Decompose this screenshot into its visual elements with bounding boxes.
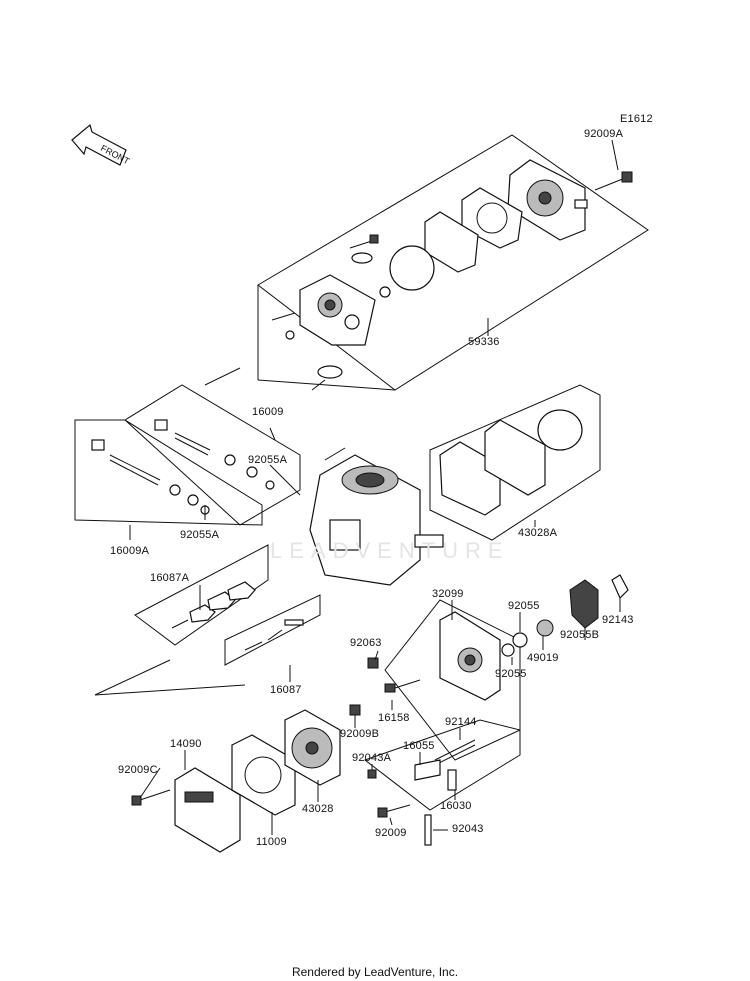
part-label-92143: 92143 <box>602 614 634 626</box>
part-label-16087: 16087 <box>270 684 302 696</box>
diaphragm-cover-14090 <box>174 767 241 853</box>
part-label-92009A: 92009A <box>584 128 624 140</box>
part-label-92009: 92009 <box>375 827 407 839</box>
needle-spring-group <box>367 739 476 791</box>
watermark: LEADVENTURE <box>270 538 510 563</box>
part-label-16009: 16009 <box>252 406 284 418</box>
cover-92055B <box>569 579 599 629</box>
gasket-11009 <box>231 734 296 816</box>
part-label-92043A: 92043A <box>352 752 392 764</box>
part-label-92055A-top: 92055A <box>248 454 288 466</box>
pump-kit-outline <box>257 134 649 391</box>
part-label-16087A: 16087A <box>150 572 190 584</box>
part-label-14090: 14090 <box>170 738 202 750</box>
part-label-59336: 59336 <box>468 336 500 348</box>
pilot-screw-a-outline <box>74 419 263 526</box>
pump-diaphragm <box>389 245 435 291</box>
pump-body <box>299 274 376 346</box>
leader-lines <box>129 139 621 835</box>
pump-cover <box>507 159 588 241</box>
lever-outline <box>224 594 321 666</box>
lever-kit-16087A <box>171 581 256 629</box>
diaphragm-43028 <box>284 709 341 786</box>
part-label-92055-bottom: 92055 <box>495 668 527 680</box>
screw-92063 <box>367 657 379 669</box>
part-label-92055B: 92055B <box>560 629 600 641</box>
part-label-11009: 11009 <box>256 836 287 848</box>
part-label-16030: 16030 <box>440 800 472 812</box>
o-ring-92055 <box>512 632 528 648</box>
needle-kit-outline <box>363 719 521 811</box>
part-label-92043: 92043 <box>452 823 484 835</box>
part-label-16158: 16158 <box>378 712 410 724</box>
body-kit-outline <box>384 599 521 761</box>
pilot-screw-16009 <box>154 419 275 490</box>
part-label-92144: 92144 <box>445 716 477 728</box>
pump-small-parts <box>271 171 633 391</box>
lever-16087 <box>244 619 304 651</box>
front-arrow-icon: FRONT <box>71 123 132 167</box>
part-label-92055-top: 92055 <box>508 600 540 612</box>
pilot-screw-outline <box>124 384 301 526</box>
filter-49019 <box>536 619 554 637</box>
part-label-92009C: 92009C <box>118 764 158 776</box>
footer-credit: Rendered by LeadVenture, Inc. <box>291 965 459 979</box>
part-label-43028: 43028 <box>302 803 334 815</box>
part-label-92055A-bottom: 92055A <box>180 529 220 541</box>
gasket-kit-outline <box>429 384 601 541</box>
part-label-92009B: 92009B <box>340 728 380 740</box>
part-label-32099: 32099 <box>432 588 464 600</box>
carburetor-body <box>309 447 444 586</box>
diagram-code: E1612 <box>620 113 653 125</box>
part-label-16009A: 16009A <box>110 545 150 557</box>
part-label-16055: 16055 <box>403 740 435 752</box>
part-label-49019: 49019 <box>527 652 559 664</box>
screw-92009B <box>349 704 361 716</box>
gasket-kit-43028A <box>439 409 583 516</box>
lever-kit-outline <box>134 544 269 646</box>
pin-92043 <box>424 814 432 846</box>
fuel-body-32099 <box>439 611 501 701</box>
screw-92009 <box>377 804 411 818</box>
pilot-screw-16009A <box>91 439 210 515</box>
clip-92143 <box>611 574 629 600</box>
part-label-43028A: 43028A <box>518 527 558 539</box>
part-label-92063: 92063 <box>350 637 382 649</box>
